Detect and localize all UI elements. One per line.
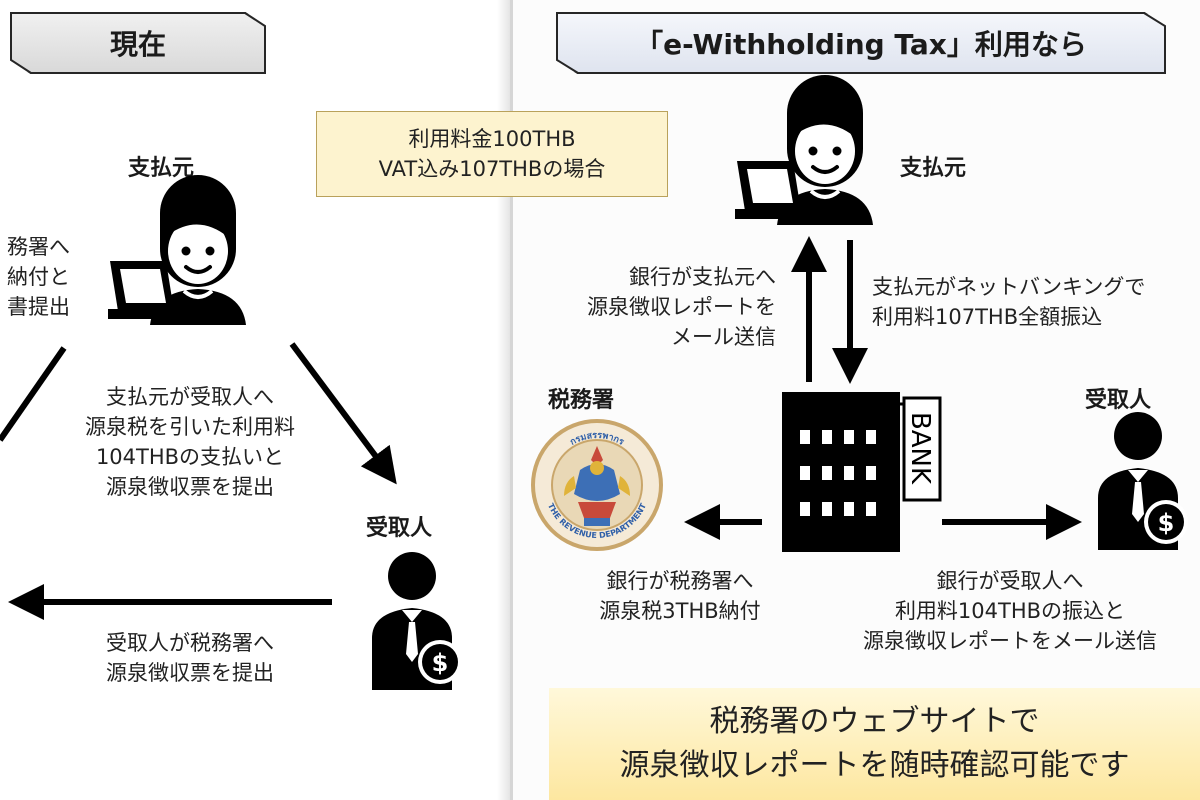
fee-note-line: VAT込み107THBの場合: [378, 157, 606, 181]
person-at-laptop-icon: [735, 75, 873, 225]
caption-line: 源泉税3THB納付: [599, 599, 761, 623]
caption-line: 104THBの支払いと: [95, 445, 285, 469]
panel-divider-shadow: [497, 0, 511, 800]
payer-to-taxoffice-arrow: [0, 346, 67, 442]
bank-to-taxoffice-text: 銀行が税務署へ 源泉税3THB納付: [560, 566, 800, 626]
left-receiver-to-taxoffice-text: 受取人が税務署へ 源泉徴収票を提出: [40, 628, 340, 688]
banner-line: 源泉徴収レポートを随時確認可能です: [619, 748, 1130, 783]
caption-line: 利用料104THBの振込と: [894, 599, 1126, 623]
caption-line: 源泉徴収レポートをメール送信: [863, 629, 1157, 653]
website-confirmation-banner: 税務署のウェブサイトで 源泉徴収レポートを随時確認可能です: [549, 688, 1200, 800]
banner-line: 税務署のウェブサイトで: [709, 704, 1040, 739]
fee-note-box: 利用料金100THB VAT込み107THBの場合: [316, 111, 668, 197]
fee-note-line: 利用料金100THB: [408, 127, 576, 151]
caption-line: 源泉徴収レポートを: [587, 295, 776, 319]
caption-line: 支払元がネットバンキングで: [872, 275, 1146, 299]
caption-line: 源泉徴収票を提出: [106, 475, 274, 499]
left-payer-label: 支払元: [128, 156, 195, 181]
caption-line: 支払元が受取人へ: [106, 385, 274, 409]
ewht-title-box: 「e-Withholding Tax」利用なら: [556, 12, 1166, 74]
caption-line: 書提出: [7, 295, 70, 319]
bank-building-icon: BANK: [782, 392, 942, 552]
right-payer-label: 支払元: [900, 156, 967, 181]
revenue-department-seal-icon: กรมสรรพากร THE REVENUE DEPARTMENT: [531, 419, 663, 551]
panel-divider: [510, 0, 513, 800]
current-title: 現在: [109, 28, 166, 61]
left-payer-to-taxoffice-text: 務署へ 納付と 書提出: [0, 232, 70, 322]
caption-line: 受取人が税務署へ: [106, 631, 274, 655]
current-title-box: 現在: [10, 12, 266, 74]
taxoffice-label: 税務署: [548, 388, 615, 413]
left-receiver-label: 受取人: [366, 516, 433, 541]
businessman-with-dollar-icon: $: [372, 552, 462, 690]
left-arrows: [0, 342, 397, 620]
right-vertical-arrows: [791, 236, 868, 384]
payer-to-receiver-arrow: [289, 342, 397, 485]
caption-line: 務署へ: [7, 235, 70, 259]
caption-line: メール送信: [671, 325, 776, 349]
right-horizontal-arrows: [684, 504, 1082, 540]
caption-line: 利用料107THB全額振込: [872, 305, 1103, 329]
businessman-with-dollar-icon: $: [1098, 412, 1188, 550]
payer-to-bank-text: 支払元がネットバンキングで 利用料107THB全額振込: [872, 272, 1145, 332]
ewht-title: 「e-Withholding Tax」利用なら: [635, 28, 1087, 61]
left-payer-to-receiver-text: 支払元が受取人へ 源泉税を引いた利用料 104THBの支払いと 源泉徴収票を提出: [40, 382, 340, 502]
person-at-laptop-icon: [108, 175, 246, 325]
dollar-sign: $: [1158, 509, 1175, 537]
right-receiver-label: 受取人: [1085, 388, 1152, 413]
bank-to-receiver-text: 銀行が受取人へ 利用料104THBの振込と 源泉徴収レポートをメール送信: [840, 566, 1180, 656]
bank-to-payer-text: 銀行が支払元へ 源泉徴収レポートを メール送信: [540, 262, 776, 352]
caption-line: 銀行が受取人へ: [936, 569, 1084, 593]
caption-line: 源泉徴収票を提出: [106, 661, 274, 685]
dollar-sign: $: [432, 649, 449, 677]
caption-line: 納付と: [7, 265, 70, 289]
bank-sign-text: BANK: [905, 412, 935, 485]
caption-line: 銀行が支払元へ: [629, 265, 776, 289]
caption-line: 銀行が税務署へ: [606, 569, 754, 593]
caption-line: 源泉税を引いた利用料: [85, 415, 295, 439]
